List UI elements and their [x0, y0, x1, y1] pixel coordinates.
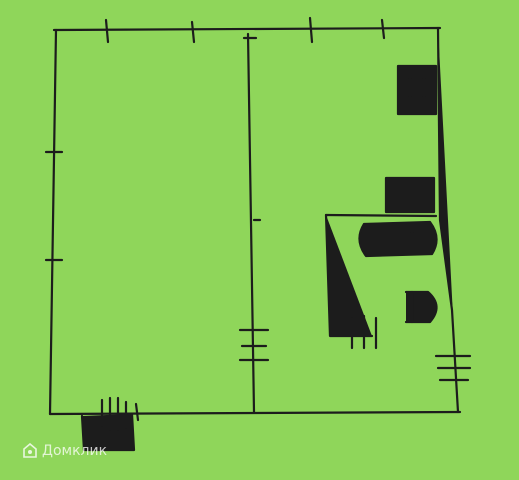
outer-wall-right: [436, 26, 460, 414]
bathtub-drain: [409, 231, 415, 237]
entrance-mark-5: [134, 402, 140, 422]
bathroom-wall: [324, 213, 374, 338]
window-top-1: [104, 18, 110, 44]
bathtub: [358, 220, 438, 258]
outer-wall-top: [52, 26, 442, 32]
window-top-2: [190, 20, 196, 44]
stove: [396, 64, 438, 116]
domclick-logo-icon: [23, 443, 37, 458]
window-top-4: [380, 18, 386, 40]
sink: [384, 176, 436, 214]
toilet-tank: [404, 290, 414, 324]
sink-drain: [415, 191, 421, 197]
interior-wall-middle: [246, 32, 256, 414]
stove-burner-2: [421, 77, 427, 83]
bathroom-wall-top: [324, 213, 438, 218]
stove-burner-3: [407, 95, 413, 101]
window-top-3: [308, 16, 314, 44]
watermark-text: Домклик: [42, 443, 108, 459]
stove-burner-4: [421, 95, 427, 101]
stove-burner-1: [407, 77, 413, 83]
watermark: Домклик: [22, 443, 107, 459]
toilet: [410, 290, 438, 324]
entrance-door-frame: [80, 412, 136, 452]
outer-wall-left: [48, 28, 58, 416]
